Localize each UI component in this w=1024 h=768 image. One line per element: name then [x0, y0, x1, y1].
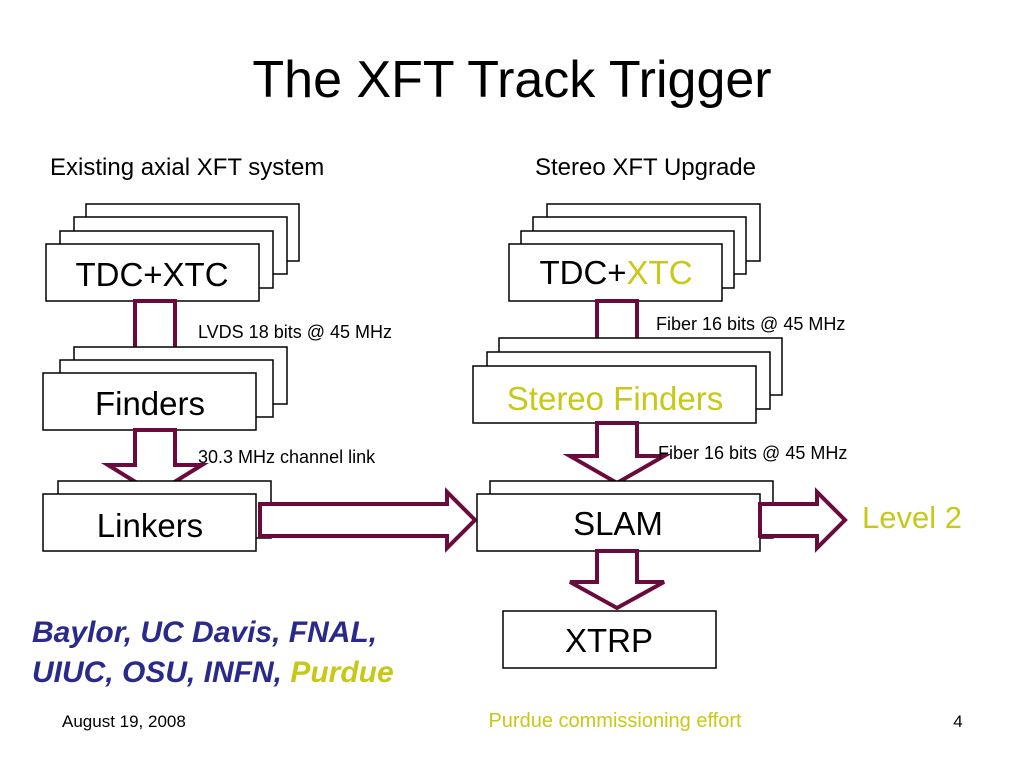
- footer-center: Purdue commissioning effort: [488, 710, 742, 732]
- xtrp-box: [502, 610, 717, 669]
- right-finders-stack: [472, 337, 783, 424]
- left-arrow-finders-to-linkers: [100, 428, 210, 497]
- left-finders-label: Finders: [95, 385, 205, 422]
- right-xtc-highlight: XTC: [627, 254, 693, 291]
- right-arrow-finders-to-slam: [562, 421, 672, 486]
- left-link-2-label: 30.3 MHz channel link: [198, 447, 376, 467]
- right-link-2-label: Fiber 16 bits @ 45 MHz: [658, 443, 847, 463]
- right-link-1-label: Fiber 16 bits @ 45 MHz: [656, 314, 845, 334]
- left-heading: Existing axial XFT system: [50, 154, 324, 181]
- right-stereo-finders-label: Stereo Finders: [507, 380, 723, 417]
- left-link-1-label: LVDS 18 bits @ 45 MHz: [198, 322, 392, 342]
- right-stereo-finders-box: [472, 365, 757, 424]
- left-linkers-stack: [42, 480, 272, 552]
- collaboration-line-2-prefix: UIUC, OSU, INFN,: [32, 656, 291, 689]
- right-tdc-prefix: TDC+: [539, 254, 626, 291]
- right-tdc-xtc-stack: [508, 203, 761, 302]
- footer-page-number: 4: [953, 712, 962, 731]
- level2-label: Level 2: [862, 500, 962, 535]
- collaboration-line-2: UIUC, OSU, INFN, Purdue: [32, 653, 394, 693]
- arrow-slam-to-level2: [758, 487, 848, 553]
- left-tdc-xtc-stack: [45, 203, 300, 302]
- arrow-slam-to-xtrp: [569, 549, 665, 611]
- page-title: The XFT Track Trigger: [252, 51, 771, 109]
- slam-stack: [476, 480, 774, 552]
- slam-label: SLAM: [573, 505, 663, 542]
- footer-date: August 19, 2008: [62, 712, 186, 731]
- collaboration-purdue: Purdue: [290, 656, 394, 689]
- slam-box: [476, 493, 761, 552]
- collaboration-line-1: Baylor, UC Davis, FNAL,: [32, 616, 378, 649]
- arrow-linkers-to-slam: [258, 487, 478, 553]
- right-heading: Stereo XFT Upgrade: [535, 154, 756, 181]
- left-linkers-box: [42, 493, 257, 552]
- left-tdc-xtc-label: TDC+XTC: [75, 256, 228, 293]
- collaboration-list: Baylor, UC Davis, FNAL, UIUC, OSU, INFN,…: [32, 613, 394, 693]
- left-finders-stack: [42, 346, 288, 431]
- left-linkers-label: Linkers: [97, 507, 203, 544]
- right-tdc-xtc-label: TDC+XTC: [539, 254, 692, 291]
- xtrp-label: XTRP: [565, 622, 653, 659]
